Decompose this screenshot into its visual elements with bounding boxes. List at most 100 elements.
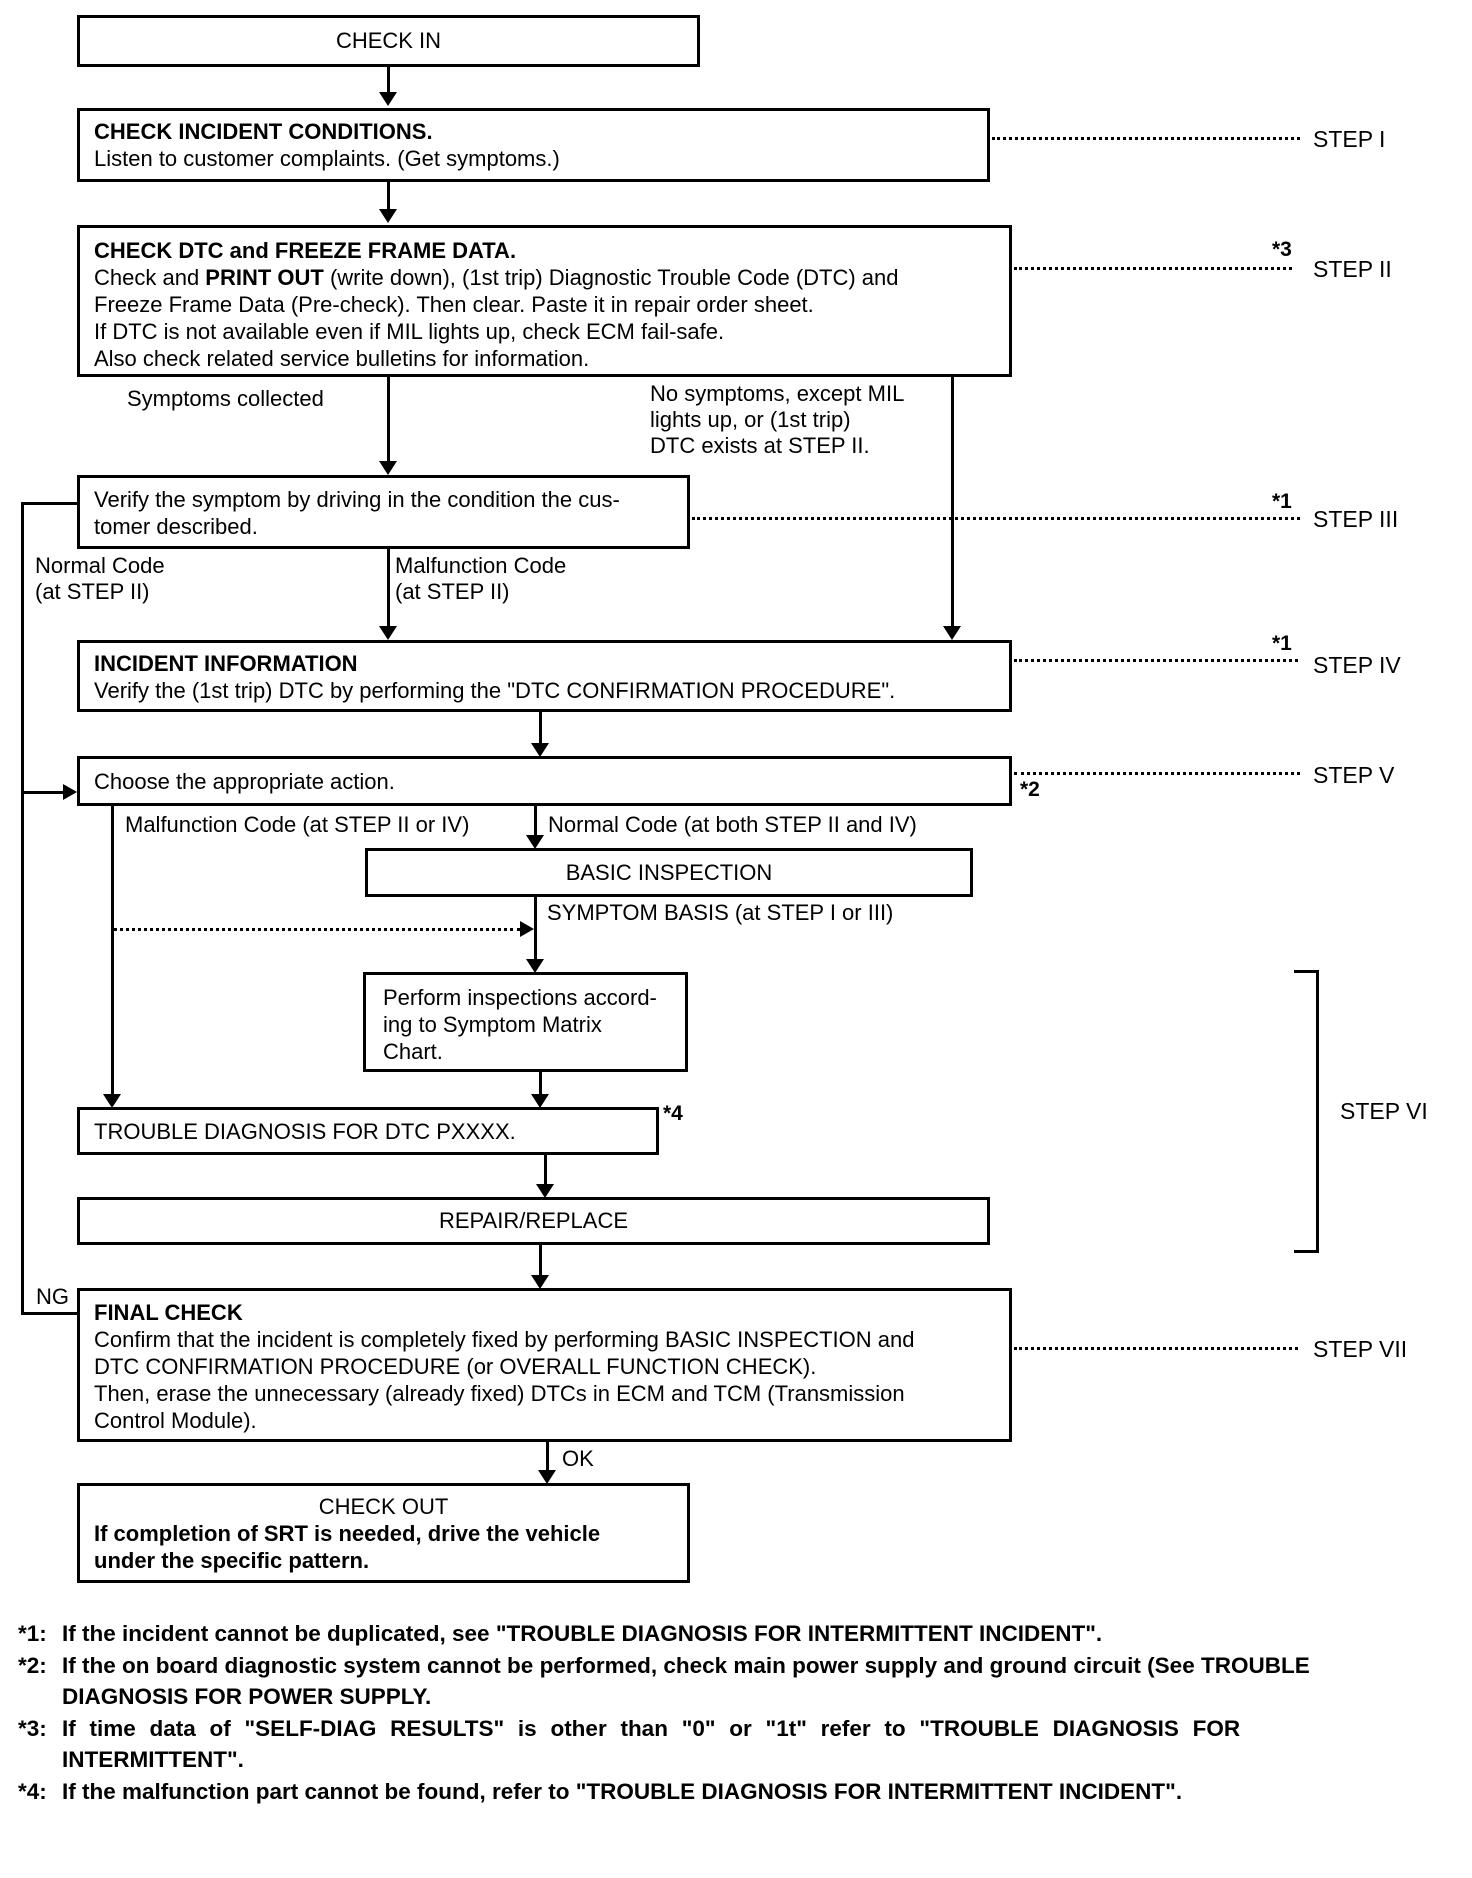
- branch-label-symptom-basis: SYMPTOM BASIS (at STEP I or III): [547, 900, 894, 925]
- connector-final-to-checkout: [546, 1442, 549, 1471]
- footnote-4: *4: If the malfunction part cannot be fo…: [18, 1776, 1464, 1808]
- bracket-step-vi-bottom-tick: [1294, 1250, 1319, 1253]
- node-verify-symptom: Verify the symptom by driving in the con…: [77, 475, 690, 549]
- node-check-out: CHECK OUT If completion of SRT is needed…: [77, 1483, 690, 1583]
- step-label-vii: STEP VII: [1313, 1336, 1408, 1362]
- node-check-dtc: CHECK DTC and FREEZE FRAME DATA. Check a…: [77, 225, 1012, 377]
- branch-label-normal-code-v: Normal Code (at both STEP II and IV): [548, 812, 917, 837]
- node-final-check-line4: Then, erase the unnecessary (already fix…: [94, 1381, 905, 1406]
- footnote-1-line1: If the incident cannot be duplicated, se…: [62, 1621, 1103, 1646]
- connector-matrix-to-trouble: [539, 1072, 542, 1095]
- connector-dtc-to-verify: [387, 377, 390, 462]
- footnote-3-line2: INTERMITTENT".: [62, 1747, 244, 1772]
- node-check-out-line3: under the specific pattern.: [94, 1548, 370, 1573]
- connector-ng-loop-to-choose: [21, 791, 65, 794]
- arrowhead-to-choose: [531, 743, 549, 757]
- marker-step-iv-note1: *1: [1272, 632, 1292, 655]
- leader-step-ii: [1014, 267, 1292, 270]
- node-final-check-line2: Confirm that the incident is completely …: [94, 1327, 915, 1352]
- footnote-4-marker: *4:: [18, 1778, 47, 1804]
- step-label-ii: STEP II: [1313, 256, 1392, 282]
- branch-label-ok: OK: [562, 1446, 594, 1471]
- connector-ng-loop-to-verify: [21, 502, 78, 505]
- bracket-step-vi-top-tick: [1294, 970, 1319, 973]
- arrowhead-to-final: [531, 1275, 549, 1289]
- node-symptom-matrix: Perform inspections accord- ing to Sympt…: [363, 972, 688, 1072]
- footnote-3-marker: *3:: [18, 1715, 47, 1741]
- branch-label-normal-code: Normal Code (at STEP II): [35, 553, 165, 604]
- branch-label-malfunction-code-v: Malfunction Code (at STEP II or IV): [125, 812, 470, 837]
- connector-checkin-to-incident: [387, 67, 390, 93]
- step-label-vi: STEP VI: [1340, 1098, 1428, 1124]
- connector-malfunction-to-trouble: [111, 806, 114, 1095]
- node-verify-symptom-line2: tomer described.: [94, 514, 258, 539]
- branch-label-malfunction-code: Malfunction Code (at STEP II): [395, 553, 567, 604]
- node-check-incident-title: CHECK INCIDENT CONDITIONS.: [94, 119, 433, 144]
- branch-label-no-symptoms: No symptoms, except MIL lights up, or (1…: [650, 381, 905, 458]
- arrowhead-right-to-incidentinfo: [943, 626, 961, 640]
- leader-step-i: [992, 137, 1300, 140]
- connector-dtc-to-incidentinfo-right: [951, 377, 954, 627]
- node-check-out-title: CHECK OUT: [318, 1494, 449, 1519]
- arrowhead-to-basic: [526, 835, 544, 849]
- node-check-incident-conditions: CHECK INCIDENT CONDITIONS. Listen to cus…: [77, 108, 990, 182]
- arrowhead-matrix-to-trouble: [531, 1094, 549, 1108]
- footnote-2-line2: DIAGNOSIS FOR POWER SUPPLY.: [62, 1684, 432, 1709]
- arrowhead-to-repair: [536, 1184, 554, 1198]
- node-check-dtc-line3: Freeze Frame Data (Pre-check). Then clea…: [94, 292, 814, 317]
- node-final-check-line3: DTC CONFIRMATION PROCEDURE (or OVERALL F…: [94, 1354, 817, 1379]
- node-trouble-diagnosis: TROUBLE DIAGNOSIS FOR DTC PXXXX.: [77, 1107, 659, 1155]
- node-check-dtc-line2: Check and PRINT OUT (write down), (1st t…: [94, 265, 899, 290]
- connector-ng-loop-from-final: [21, 1312, 78, 1315]
- node-choose-action-line1: Choose the appropriate action.: [94, 769, 395, 794]
- footnote-1-marker: *1:: [18, 1621, 47, 1646]
- node-symptom-matrix-line1: Perform inspections accord-: [383, 985, 657, 1010]
- leader-step-vii: [1014, 1347, 1298, 1350]
- node-check-dtc-line4: If DTC is not available even if MIL ligh…: [94, 319, 725, 344]
- node-final-check: FINAL CHECK Confirm that the incident is…: [77, 1288, 1012, 1442]
- arrowhead-to-dtc: [379, 209, 397, 223]
- leader-step-v: [1014, 772, 1300, 775]
- footnote-3-line1: If time data of "SELF-DIAG RESULTS" is o…: [62, 1715, 1241, 1741]
- connector-trouble-to-repair: [544, 1155, 547, 1185]
- arrowhead-to-checkout: [538, 1470, 556, 1484]
- marker-step-v-note2: *2: [1020, 778, 1040, 801]
- connector-incidentinfo-to-choose: [539, 712, 542, 744]
- node-choose-action: Choose the appropriate action.: [77, 756, 1012, 806]
- node-repair-replace: REPAIR/REPLACE: [77, 1197, 990, 1245]
- connector-dotted-malfunction-to-symptom: [113, 928, 521, 931]
- footnote-2-marker: *2:: [18, 1652, 47, 1678]
- node-incident-information-title: INCIDENT INFORMATION: [94, 651, 358, 676]
- connector-ng-loop-vertical: [21, 502, 24, 1315]
- footnote-4-line1: If the malfunction part cannot be found,…: [62, 1778, 1183, 1804]
- step-label-iv: STEP IV: [1313, 652, 1401, 678]
- arrowhead-to-verify: [379, 461, 397, 475]
- node-final-check-line5: Control Module).: [94, 1408, 257, 1433]
- leader-step-iv: [1014, 659, 1298, 662]
- footnote-2: *2: If the on board diagnostic system ca…: [18, 1650, 1464, 1713]
- marker-step-ii-note3: *3: [1272, 238, 1292, 261]
- bracket-step-vi-vertical: [1316, 970, 1319, 1253]
- node-symptom-matrix-line2: ing to Symptom Matrix: [383, 1012, 602, 1037]
- node-basic-inspection: BASIC INSPECTION: [365, 848, 973, 897]
- footnotes: *1: If the incident cannot be duplicated…: [18, 1618, 1464, 1807]
- arrowhead-malfunction-to-trouble: [103, 1094, 121, 1108]
- connector-choose-to-basic: [534, 806, 537, 836]
- node-verify-symptom-line1: Verify the symptom by driving in the con…: [94, 487, 620, 512]
- arrowhead-to-incidentinfo: [379, 626, 397, 640]
- footnote-3: *3: If time data of "SELF-DIAG RESULTS" …: [18, 1713, 1464, 1776]
- arrowhead-to-incident: [379, 92, 397, 106]
- node-final-check-title: FINAL CHECK: [94, 1300, 243, 1325]
- connector-incident-to-dtc: [387, 182, 390, 210]
- node-check-in: CHECK IN: [77, 15, 700, 67]
- node-check-incident-line2: Listen to customer complaints. (Get symp…: [94, 146, 560, 171]
- connector-repair-to-final: [539, 1245, 542, 1276]
- node-repair-replace-title: REPAIR/REPLACE: [438, 1208, 629, 1233]
- node-symptom-matrix-line3: Chart.: [383, 1039, 443, 1064]
- branch-label-symptoms-collected: Symptoms collected: [127, 386, 324, 411]
- connector-verify-to-incidentinfo: [387, 549, 390, 627]
- node-basic-inspection-title: BASIC INSPECTION: [565, 860, 773, 885]
- arrowhead-dotted-to-symptom: [520, 921, 534, 937]
- step-label-i: STEP I: [1313, 126, 1386, 152]
- arrowhead-to-matrix: [526, 959, 544, 973]
